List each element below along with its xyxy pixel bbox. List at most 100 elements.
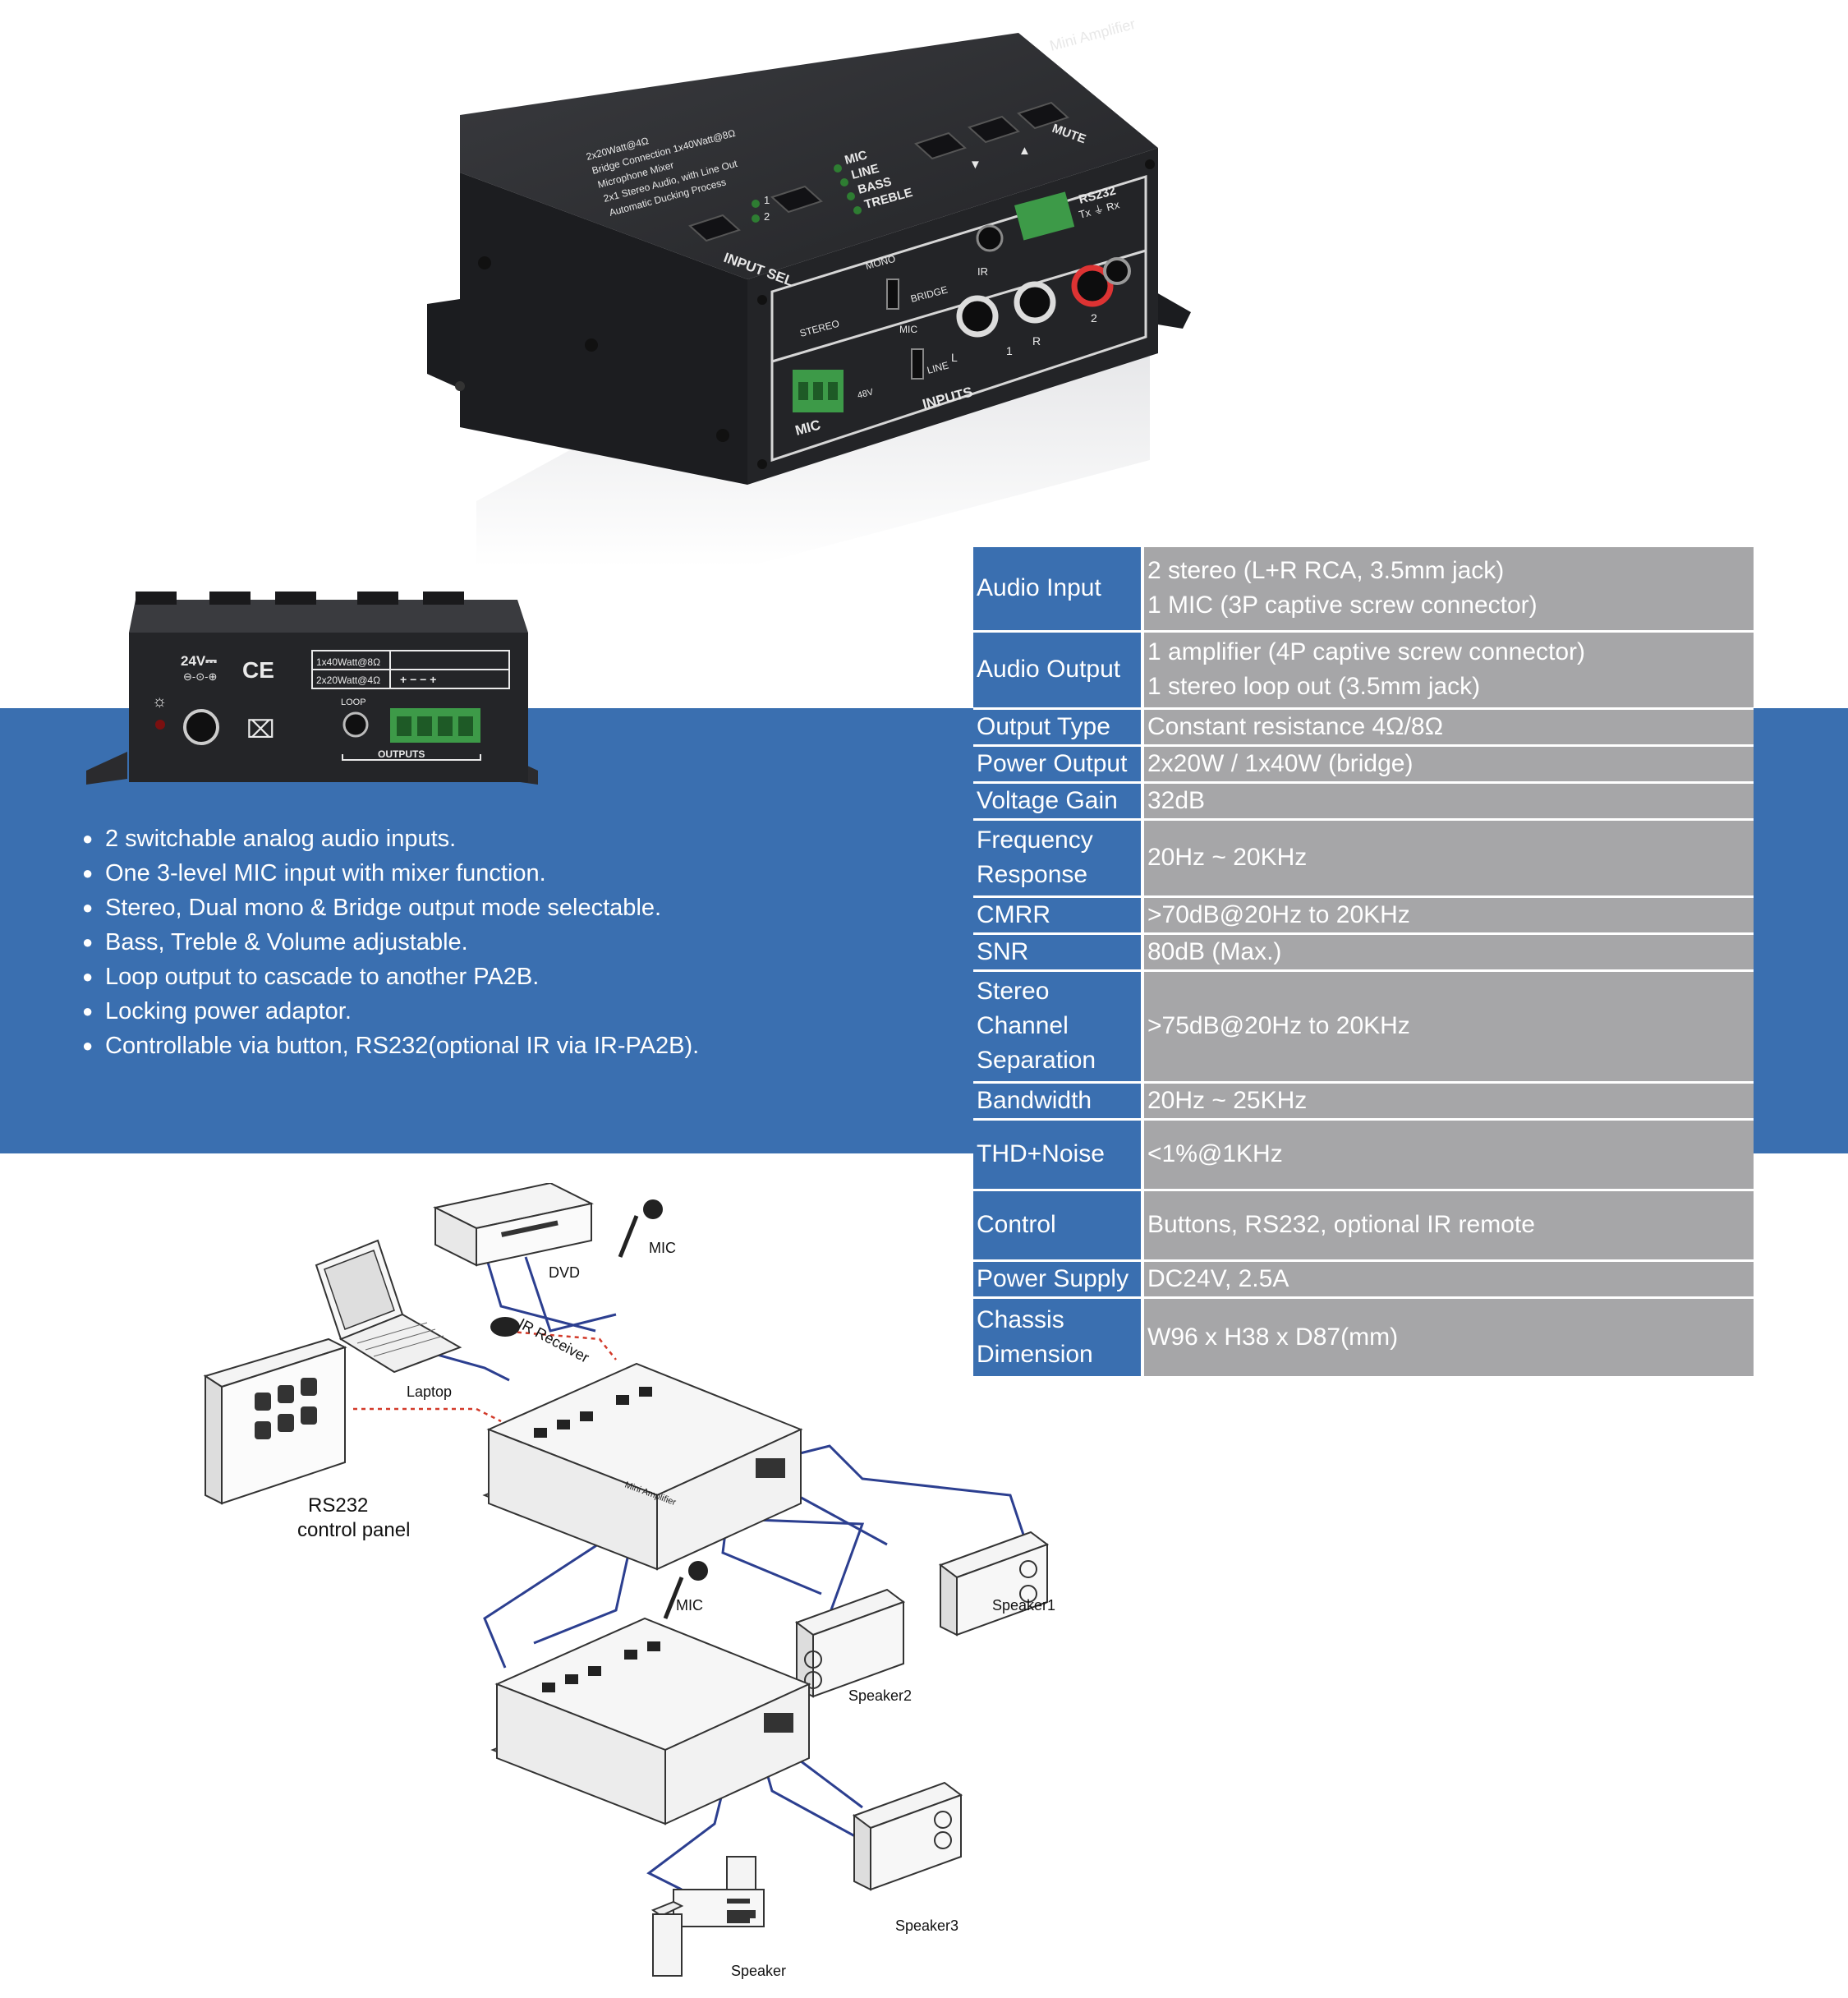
spec-row: Audio Input 2 stereo (L+R RCA, 3.5mm jac… [973, 547, 1754, 633]
spec-value: Constant resistance 4Ω/8Ω [1142, 708, 1754, 747]
mic-switch-label: MIC [899, 324, 917, 335]
rca-two-label: 2 [1091, 311, 1097, 325]
spec-label: Chassis Dimension [973, 1297, 1144, 1376]
speaker1-label: Speaker1 [992, 1597, 1055, 1614]
spec-value: W96 x H38 x D87(mm) [1142, 1297, 1754, 1376]
input-one-label: 1 [764, 194, 770, 206]
spec-label: Bandwidth [973, 1082, 1144, 1121]
spec-label: Audio Output [973, 631, 1144, 710]
spec-value: 20Hz ~ 25KHz [1142, 1082, 1754, 1121]
spec-value: Buttons, RS232, optional IR remote [1142, 1190, 1754, 1262]
phantom-48v-label: 48V [857, 387, 876, 401]
feature-item: Locking power adaptor. [82, 994, 699, 1029]
spec-row: Control Buttons, RS232, optional IR remo… [973, 1190, 1754, 1262]
feature-item: Controllable via button, RS232(optional … [82, 1029, 699, 1063]
speaker-label: Speaker [731, 1963, 786, 1979]
spec-label: Frequency Response [973, 819, 1144, 898]
spec-value-line: 2 stereo (L+R RCA, 3.5mm jack) [1147, 557, 1505, 585]
spec-value: >75dB@20Hz to 20KHz [1142, 970, 1754, 1084]
ir-receiver-icon [490, 1317, 520, 1337]
speaker3-device [852, 1781, 963, 1891]
spec-label: CMRR [973, 896, 1144, 935]
terminal-polarity-icon: + − − + [400, 673, 436, 686]
spec-row: Voltage Gain 32dB [973, 782, 1754, 821]
dvd-player-device [433, 1183, 594, 1267]
microphone-icon [618, 1199, 663, 1258]
spec-value: <1%@1KHz [1142, 1119, 1754, 1191]
amplifier-unit-1: Mini Amplifier [482, 1362, 803, 1571]
amplifier-front-image: Mini Amplifier 2x20Watt@4Ω Bridge Connec… [427, 16, 1191, 567]
mic-label: MIC [649, 1240, 676, 1256]
spec-table: Audio Input 2 stereo (L+R RCA, 3.5mm jac… [973, 547, 1754, 1376]
dc-polarity-icon: ⊖-⊙-⊕ [183, 670, 217, 683]
ir-label: IR [977, 265, 988, 278]
feature-item: Stereo, Dual mono & Bridge output mode s… [82, 891, 699, 925]
speaker1-device [938, 1531, 1050, 1637]
spec-label: Voltage Gain [973, 782, 1144, 821]
line-switch-label: LINE [926, 359, 949, 375]
mode-label: MIC [844, 148, 869, 168]
ce-mark-label: CE [242, 657, 274, 683]
feature-item: 2 switchable analog audio inputs. [82, 822, 699, 856]
feature-item: Bass, Treble & Volume adjustable. [82, 925, 699, 960]
up-arrow-icon: ▲ [1018, 144, 1031, 158]
spec-row: Audio Output 1 amplifier (4P captive scr… [973, 631, 1754, 710]
laptop-label: Laptop [407, 1383, 452, 1400]
spec-value: DC24V, 2.5A [1142, 1260, 1754, 1299]
feature-item: Loop output to cascade to another PA2B. [82, 960, 699, 994]
spec-label: Control [973, 1190, 1144, 1262]
feature-item: One 3-level MIC input with mixer functio… [82, 856, 699, 891]
amplifier-rear-image: 24V⎓ ⊖-⊙-⊕ CE ☼ ⌧ 1x40Watt@8Ω 2x20Watt@4… [86, 592, 538, 785]
outputs-label: OUTPUTS [378, 748, 425, 760]
spec-value: 20Hz ~ 20KHz [1142, 819, 1754, 898]
spec-label: Power Output [973, 745, 1144, 784]
microphone-icon [663, 1561, 708, 1619]
speaker3-label: Speaker3 [895, 1917, 958, 1934]
spec-value-line: 1 amplifier (4P captive screw connector) [1147, 638, 1585, 665]
connection-diagram: DVD MIC Laptop IR Receiver RS232 control… [203, 1183, 1055, 1979]
spec-row: Power Output 2x20W / 1x40W (bridge) [973, 745, 1754, 784]
rca-r-label: R [1032, 334, 1041, 348]
power-voltage-label: 24V⎓ [181, 653, 217, 669]
loop-label: LOOP [341, 697, 366, 707]
spec-value-line: 1 MIC (3P captive screw connector) [1147, 592, 1538, 619]
panel-brand-label: Mini Amplifier [1048, 16, 1138, 54]
spec-value: 1 amplifier (4P captive screw connector)… [1142, 631, 1754, 710]
spec-row: Frequency Response 20Hz ~ 20KHz [973, 819, 1754, 898]
rca-l-label: L [951, 351, 958, 364]
spec-row: Chassis Dimension W96 x H38 x D87(mm) [973, 1297, 1754, 1376]
spec-label: Output Type [973, 708, 1144, 747]
spec-row: Output Type Constant resistance 4Ω/8Ω [973, 708, 1754, 747]
spec-row: Bandwidth 20Hz ~ 25KHz [973, 1082, 1754, 1121]
spec-label: Power Supply [973, 1260, 1144, 1299]
spec-value: 32dB [1142, 782, 1754, 821]
spec-row: SNR 80dB (Max.) [973, 933, 1754, 972]
hifi-speaker-system-device [650, 1856, 765, 1977]
speaker2-label: Speaker2 [848, 1687, 912, 1704]
spec-row: Stereo Channel Separation >75dB@20Hz to … [973, 970, 1754, 1084]
rs232-panel-label-line1: RS232 [308, 1494, 368, 1517]
spec-label: THD+Noise [973, 1119, 1144, 1191]
rs232-panel-label-line2: control panel [297, 1519, 410, 1541]
mic2-label: MIC [676, 1597, 703, 1614]
laptop-device [315, 1239, 462, 1374]
amplifier-unit-2 [490, 1617, 811, 1825]
input-two-label: 2 [764, 210, 770, 223]
power-led-icon: ☼ [152, 693, 167, 711]
dvd-label: DVD [549, 1264, 580, 1281]
spec-row: Power Supply DC24V, 2.5A [973, 1260, 1754, 1299]
stereo-output-label: 2x20Watt@4Ω [316, 674, 380, 686]
weee-bin-icon: ⌧ [246, 716, 275, 743]
spec-row: THD+Noise <1%@1KHz [973, 1119, 1754, 1191]
spec-value: 2 stereo (L+R RCA, 3.5mm jack) 1 MIC (3P … [1142, 547, 1754, 633]
spec-value: >70dB@20Hz to 20KHz [1142, 896, 1754, 935]
feature-list: 2 switchable analog audio inputs. One 3-… [82, 822, 699, 1063]
rs232-control-panel-device [203, 1337, 347, 1505]
spec-value: 80dB (Max.) [1142, 933, 1754, 972]
spec-label: Audio Input [973, 547, 1144, 633]
spec-value: 2x20W / 1x40W (bridge) [1142, 745, 1754, 784]
spec-label: SNR [973, 933, 1144, 972]
spec-row: CMRR >70dB@20Hz to 20KHz [973, 896, 1754, 935]
spec-label: Stereo Channel Separation [973, 970, 1144, 1084]
bridge-output-label: 1x40Watt@8Ω [316, 656, 380, 668]
